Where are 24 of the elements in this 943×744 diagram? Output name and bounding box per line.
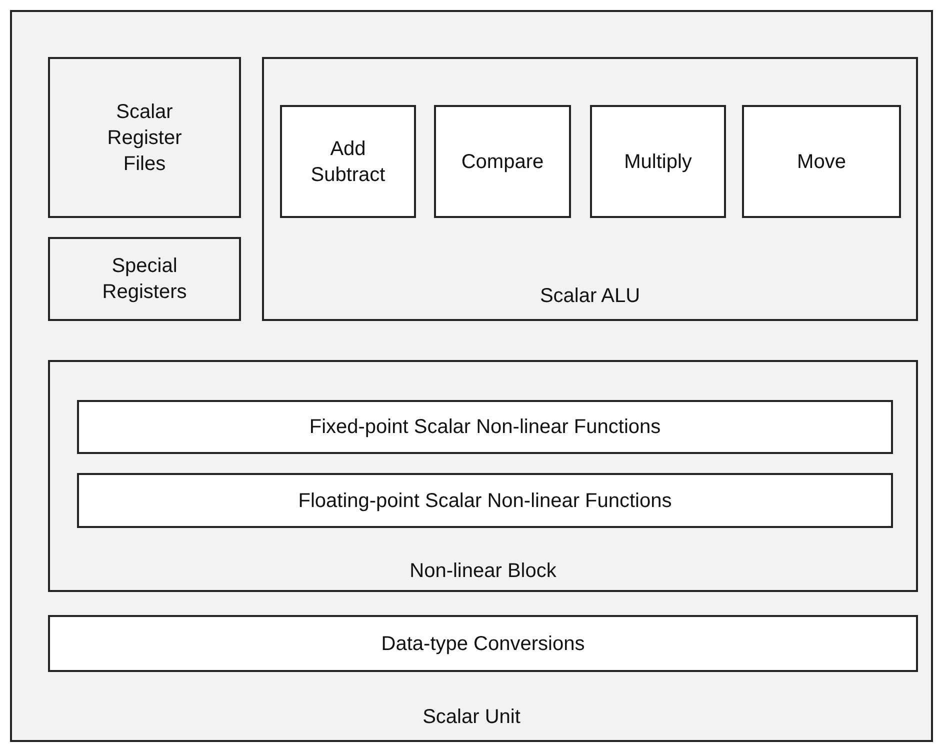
container-box bbox=[10, 10, 933, 742]
block-label: Add Subtract bbox=[310, 136, 386, 188]
block-box bbox=[48, 57, 241, 218]
block-box bbox=[77, 400, 893, 454]
block-title: Scalar Unit bbox=[422, 705, 520, 730]
block-label: Multiply bbox=[624, 150, 692, 174]
block-box bbox=[434, 105, 571, 218]
block-box bbox=[48, 237, 241, 321]
block-box bbox=[280, 105, 416, 218]
block-label: Special Registers bbox=[101, 254, 188, 305]
container-box bbox=[48, 360, 918, 592]
block-box bbox=[742, 105, 901, 218]
container-box bbox=[262, 57, 918, 321]
block-label: Data-type Conversions bbox=[381, 632, 585, 656]
block-label: Floating-point Scalar Non-linear Functions bbox=[298, 488, 672, 514]
block-title: Non-linear Block bbox=[410, 559, 556, 584]
block-label: Scalar Register Files bbox=[106, 100, 183, 176]
block-title: Scalar ALU bbox=[540, 284, 640, 309]
block-box bbox=[77, 473, 893, 528]
block-label: Fixed-point Scalar Non-linear Functions bbox=[309, 415, 661, 440]
block-box bbox=[590, 105, 726, 218]
block-label: Compare bbox=[461, 150, 544, 174]
block-label: Move bbox=[797, 150, 846, 174]
block-box bbox=[48, 615, 918, 672]
